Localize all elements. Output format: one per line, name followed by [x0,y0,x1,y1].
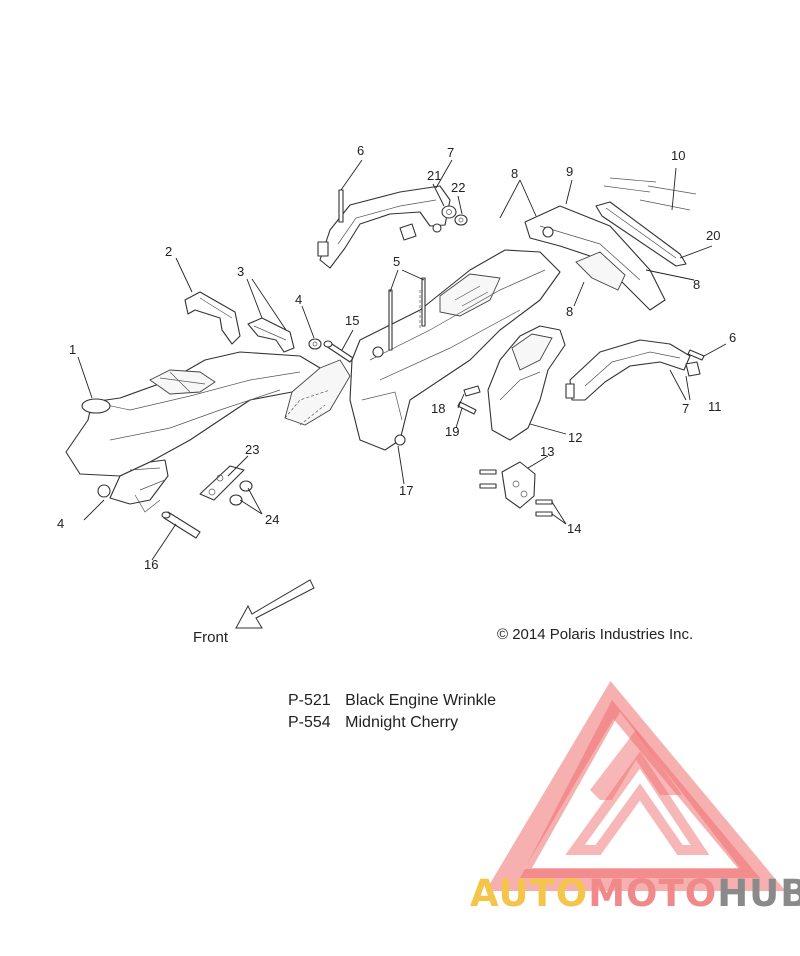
callout-3: 3 [237,264,244,279]
leader-lines [77,159,727,561]
callout-13: 13 [540,444,554,459]
copyright-notice: © 2014 Polaris Industries Inc. [497,626,693,643]
part-10-fastener-set [603,167,697,211]
part-7-upper-left-bracket [317,185,451,269]
callout-6-rear: 6 [729,330,736,345]
part-15-pin [323,340,354,363]
part-17-center-frame [349,249,561,451]
callout-15: 15 [345,313,359,328]
callout-4-lower: 4 [57,516,64,531]
logo-triangle-outer-fill [485,681,786,891]
part-20-rear-strip [595,201,687,267]
part-16-long-pin [161,511,201,539]
color-code-legend: P-521 Black Engine Wrinkle P-554 Midnigh… [288,692,496,731]
part-11-clip [685,361,701,377]
part-21-bushing [441,205,457,219]
callout-17: 17 [399,483,413,498]
callout-8-top: 8 [511,166,518,181]
color-code-1-name: Black Engine Wrinkle [345,692,496,709]
wordmark-hub: HUB [717,872,800,915]
color-code-2: P-554 Midnight Cherry [288,714,458,731]
callout-24: 24 [265,512,279,527]
automotohub-wordmark: AUTOMOTOHUB [470,872,800,915]
part-6-bolt-upper [338,189,344,223]
callout-2: 2 [165,244,172,259]
part-22-bushing [454,214,468,226]
wordmark-moto: MOTO [588,872,717,915]
part-24-bushings [229,480,253,506]
logo-inner-mark-2 [565,751,710,855]
callout-8-middle: 8 [566,304,573,319]
part-12-cover-panel [487,325,566,441]
color-code-2-name: Midnight Cherry [345,714,458,731]
automotohub-logo [485,681,786,891]
callout-20: 20 [706,228,720,243]
callout-14: 14 [567,521,581,536]
callout-19: 19 [445,424,459,439]
callout-8-right: 8 [693,277,700,292]
callout-5: 5 [393,254,400,269]
part-23-link-plate [199,465,245,501]
part-2-clamp-bracket [184,291,241,345]
callout-22: 22 [451,180,465,195]
wordmark-text: AUTOMOTOHUB [470,872,800,915]
part-13-mount-bracket [501,461,536,509]
part-18-washer [463,385,481,397]
part-9-rear-plate [524,205,666,311]
callout-numbers: 1 2 3 4 4 5 6 6 7 7 8 8 8 9 10 11 12 13 … [57,143,736,572]
callout-9: 9 [566,164,573,179]
callout-21: 21 [427,168,441,183]
part-3-bracket-pair [247,317,295,353]
color-code-1: P-521 Black Engine Wrinkle [288,692,496,709]
front-label: Front [193,629,229,646]
callout-23: 23 [245,442,259,457]
wordmark-auto: AUTO [470,872,588,915]
part-4-nut-upper [308,338,322,350]
front-direction-arrow [235,579,315,629]
part-6-bolt-rear [687,349,705,361]
callout-10: 10 [671,148,685,163]
color-code-2-id: P-554 [288,714,331,731]
part-7-rear-bracket [565,339,691,401]
callout-7-upper: 7 [447,145,454,160]
callout-7-rear: 7 [682,401,689,416]
part-14-bolts [479,469,553,517]
callout-16: 16 [144,557,158,572]
color-code-1-id: P-521 [288,692,331,709]
callout-1: 1 [69,342,76,357]
part-19-screw [457,401,477,415]
callout-6-upper: 6 [357,143,364,158]
part-spacer-mid [399,223,417,241]
callout-4-upper: 4 [295,292,302,307]
callout-11: 11 [708,399,722,414]
callout-12: 12 [568,430,582,445]
callout-18: 18 [431,401,445,416]
part-1-main-frame [65,351,351,513]
